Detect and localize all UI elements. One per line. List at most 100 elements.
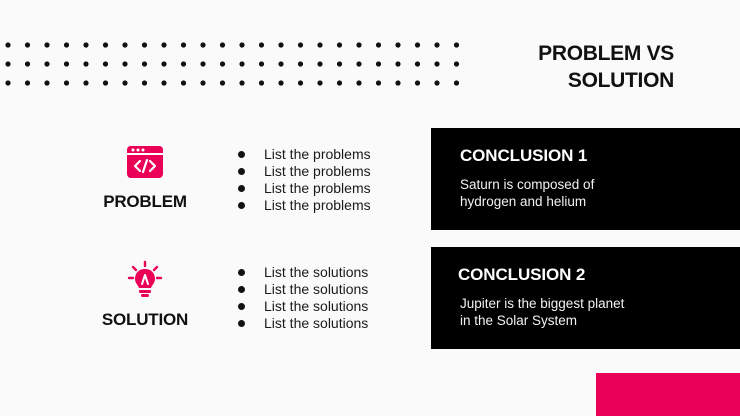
pattern-dot [122, 61, 128, 67]
conclusion-text-line: in the Solar System [460, 313, 578, 328]
pattern-dot [83, 61, 89, 67]
pattern-dot [200, 61, 206, 67]
pattern-dot [102, 80, 109, 86]
pattern-dot [356, 80, 362, 86]
slide-title: PROBLEM VS SOLUTION [538, 40, 674, 94]
pattern-dot [44, 80, 50, 86]
pattern-dot [141, 42, 148, 48]
pattern-dot [200, 80, 206, 86]
pattern-dot [83, 80, 89, 86]
pattern-dot [375, 80, 382, 86]
pattern-dot [219, 42, 226, 48]
conclusion-title: CONCLUSION 2 [458, 265, 586, 284]
pattern-dot [297, 61, 304, 67]
conclusion-text: Jupiter is the biggest planet in the Sol… [460, 295, 740, 329]
pattern-dot [434, 61, 440, 67]
title-line-1: PROBLEM VS [538, 42, 674, 65]
solution-list: List the solutions List the solutions Li… [238, 264, 368, 332]
list-item: List the problems [238, 197, 371, 214]
conclusion-card-1: CONCLUSION 1 Saturn is composed of hydro… [431, 128, 740, 230]
pattern-dot [278, 42, 284, 48]
pattern-dot [317, 42, 323, 48]
code-window-icon [127, 146, 163, 178]
pattern-dot [336, 80, 343, 86]
pattern-dot [414, 61, 421, 67]
pattern-dot [258, 80, 265, 86]
problem-label: PROBLEM [103, 192, 187, 211]
pattern-dot [414, 80, 421, 86]
pattern-dot [141, 80, 148, 86]
pattern-dot [219, 80, 226, 86]
conclusion-card-2: CONCLUSION 2 Jupiter is the biggest plan… [431, 247, 740, 349]
pattern-dot [5, 61, 11, 67]
pattern-dot [24, 80, 31, 86]
pattern-dot [122, 42, 128, 48]
pattern-dot [141, 61, 148, 67]
pattern-dot [102, 42, 109, 48]
pattern-dot [83, 42, 89, 48]
accent-block [596, 373, 740, 416]
list-item: List the solutions [238, 315, 368, 332]
pattern-dot [258, 42, 265, 48]
list-item: List the problems [238, 146, 371, 163]
pattern-dot [375, 61, 382, 67]
pattern-dot [336, 42, 343, 48]
pattern-dot [44, 61, 50, 67]
pattern-dot [336, 61, 343, 67]
pattern-dot [278, 61, 284, 67]
solution-label: SOLUTION [101, 310, 189, 329]
pattern-dot [239, 42, 245, 48]
problem-list: List the problems List the problems List… [238, 146, 371, 214]
pattern-dot [44, 42, 50, 48]
conclusion-text-line: hydrogen and helium [460, 194, 587, 209]
pattern-dot [317, 61, 323, 67]
pattern-dot [434, 42, 440, 48]
pattern-dot [434, 80, 440, 86]
pattern-dot [453, 42, 460, 48]
pattern-dot [317, 80, 323, 86]
pattern-dot [102, 61, 109, 67]
pattern-dot [356, 61, 362, 67]
pattern-dot [356, 42, 362, 48]
pattern-dot [395, 61, 401, 67]
pattern-dot [161, 42, 167, 48]
pattern-dot [161, 61, 167, 67]
pattern-dot [453, 80, 460, 86]
pattern-dot [395, 42, 401, 48]
pattern-dot [5, 80, 11, 86]
pattern-dot [414, 42, 421, 48]
pattern-dot [200, 42, 206, 48]
list-item: List the problems [238, 163, 371, 180]
pattern-dot [63, 42, 70, 48]
pattern-dot [161, 80, 167, 86]
pattern-dot [180, 42, 187, 48]
pattern-dot [24, 61, 31, 67]
pattern-dot [5, 42, 11, 48]
pattern-dot [395, 80, 401, 86]
conclusion-text-line: Jupiter is the biggest planet [460, 296, 625, 311]
pattern-dot [239, 80, 245, 86]
problem-category: PROBLEM [90, 142, 200, 212]
pattern-dot [180, 61, 187, 67]
lightbulb-icon [127, 260, 163, 297]
pattern-dot [180, 80, 187, 86]
pattern-dot [453, 61, 460, 67]
title-line-2: SOLUTION [567, 69, 674, 92]
pattern-dot [219, 61, 226, 67]
list-item: List the solutions [238, 281, 368, 298]
pattern-dot [239, 61, 245, 67]
conclusion-text-line: Saturn is composed of [460, 177, 595, 192]
pattern-dot [258, 61, 265, 67]
conclusion-text: Saturn is composed of hydrogen and heliu… [460, 176, 740, 210]
pattern-dot [24, 42, 31, 48]
pattern-dot [63, 80, 70, 86]
pattern-dot [375, 42, 382, 48]
list-item: List the solutions [238, 298, 368, 315]
conclusion-title: CONCLUSION 1 [460, 146, 588, 165]
list-item: List the problems [238, 180, 371, 197]
pattern-dot [297, 80, 304, 86]
pattern-dot [278, 80, 284, 86]
pattern-dot [122, 80, 128, 86]
solution-category: SOLUTION [90, 260, 200, 330]
